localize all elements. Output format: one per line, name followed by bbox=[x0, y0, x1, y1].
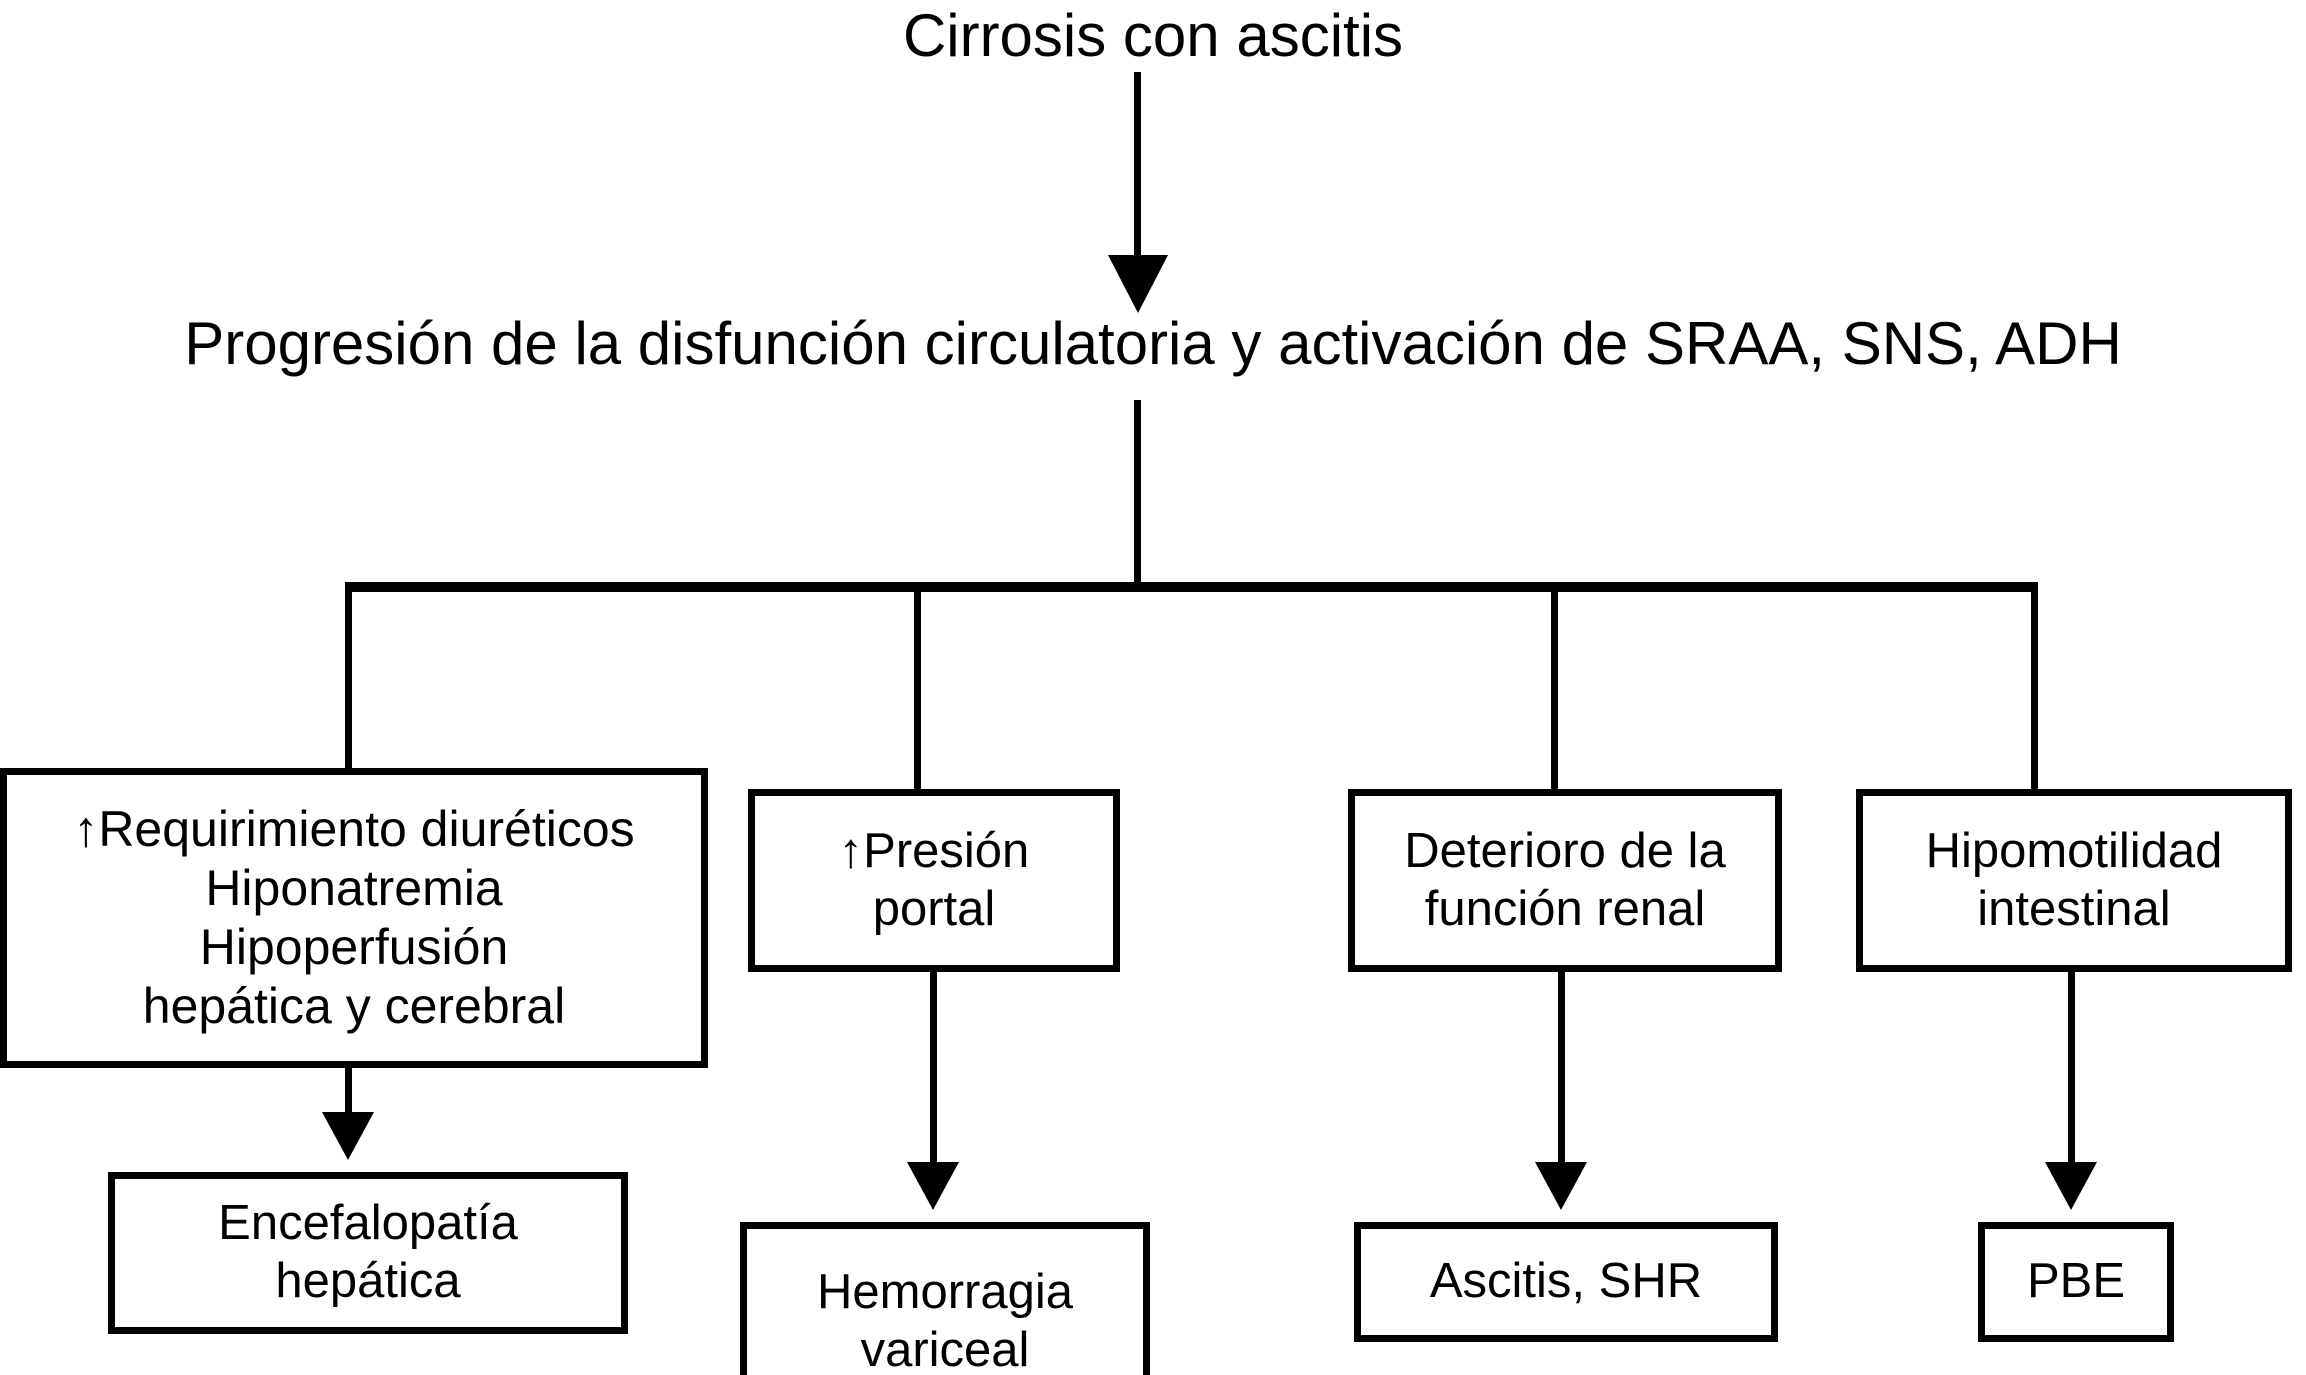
node-renal-deterioration[interactable]: Deterioro de la función renal bbox=[1348, 789, 1782, 972]
node-diuretic-requirement-label: ↑Requirimiento diuréticos Hiponatremia H… bbox=[73, 801, 635, 1034]
node-variceal-hemorrhage-label: Hemorragia variceal bbox=[817, 1265, 1073, 1375]
arrowhead-encephalopathy bbox=[322, 1112, 374, 1160]
arrowhead-root-to-progression bbox=[1108, 255, 1168, 313]
node-variceal-hemorrhage[interactable]: Hemorragia variceal bbox=[740, 1222, 1150, 1375]
connector-root-to-progression bbox=[1134, 72, 1141, 267]
connector-bar-to-diuretics bbox=[345, 582, 352, 772]
node-pbe[interactable]: PBE bbox=[1978, 1222, 2174, 1342]
node-ascites-shr-label: Ascitis, SHR bbox=[1429, 1254, 1703, 1309]
node-intestinal-hypomotility[interactable]: Hipomotilidad intestinal bbox=[1856, 789, 2292, 972]
connector-portal-to-hemorrhage bbox=[930, 972, 937, 1168]
node-pbe-label: PBE bbox=[2026, 1254, 2126, 1309]
connector-renal-to-ascites bbox=[1558, 972, 1565, 1168]
connector-bar-to-motility bbox=[2031, 582, 2038, 794]
arrowhead-pbe bbox=[2045, 1162, 2097, 1210]
connector-diuretics-to-encephalopathy bbox=[345, 1068, 352, 1118]
progression-node-label: Progresión de la disfunción circulatoria… bbox=[184, 310, 2122, 377]
node-hepatic-encephalopathy[interactable]: Encefalopatía hepática bbox=[108, 1172, 628, 1334]
node-hepatic-encephalopathy-label: Encefalopatía hepática bbox=[218, 1196, 518, 1308]
node-portal-pressure-label: ↑Presión portal bbox=[838, 823, 1030, 936]
connector-bar-to-portal bbox=[914, 582, 921, 794]
connector-motility-to-pbe bbox=[2068, 972, 2075, 1168]
node-intestinal-hypomotility-label: Hipomotilidad intestinal bbox=[1925, 823, 2223, 936]
node-diuretic-requirement[interactable]: ↑Requirimiento diuréticos Hiponatremia H… bbox=[0, 768, 708, 1068]
root-node-label: Cirrosis con ascitis bbox=[902, 2, 1404, 69]
connector-distribution-bar bbox=[345, 582, 2038, 592]
arrowhead-ascites bbox=[1535, 1162, 1587, 1210]
node-portal-pressure[interactable]: ↑Presión portal bbox=[748, 789, 1120, 972]
node-renal-deterioration-label: Deterioro de la función renal bbox=[1404, 823, 1726, 936]
connector-progression-stem bbox=[1134, 400, 1141, 588]
connector-bar-to-renal bbox=[1551, 582, 1558, 794]
node-ascites-shr[interactable]: Ascitis, SHR bbox=[1354, 1222, 1778, 1342]
arrowhead-hemorrhage bbox=[907, 1162, 959, 1210]
